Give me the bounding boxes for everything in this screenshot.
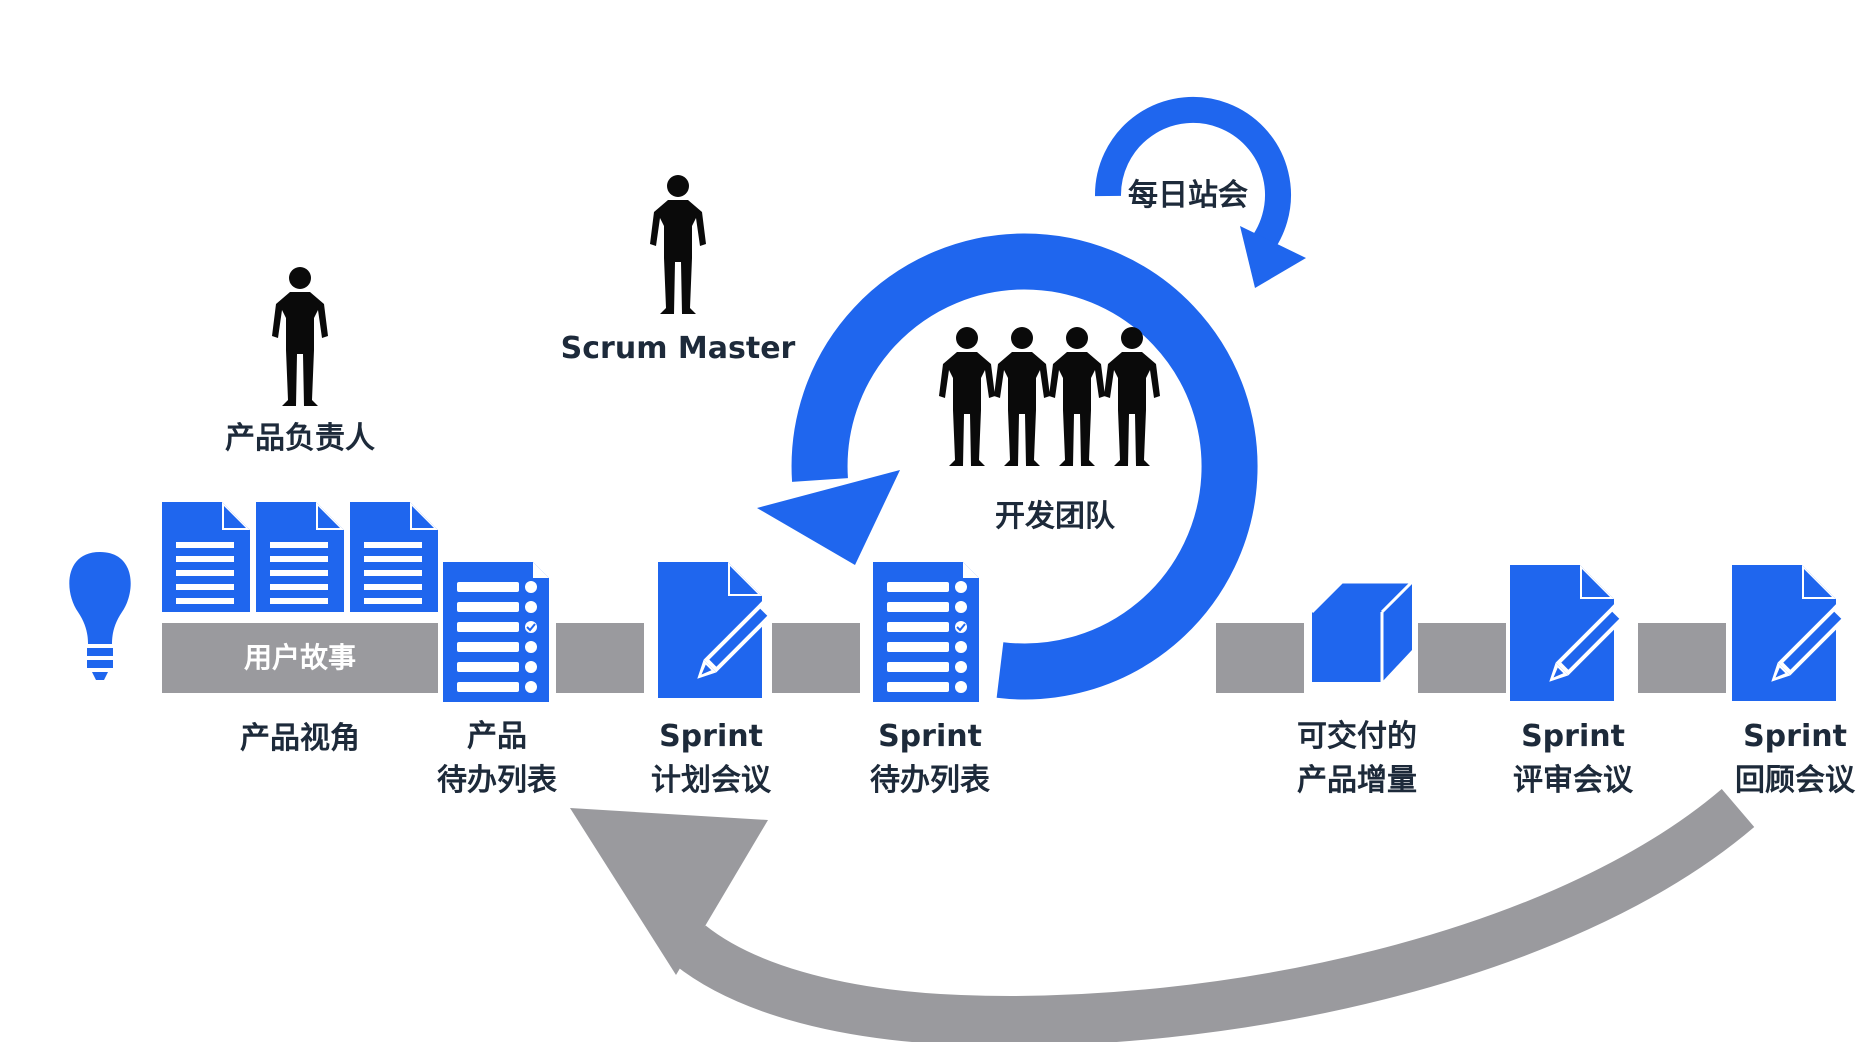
- product-vision-label: 产品视角: [240, 721, 360, 756]
- product-backlog-label-line1: 产品: [467, 719, 527, 754]
- user-story-documents: [162, 502, 438, 612]
- product-owner-label: 产品负责人: [225, 421, 375, 456]
- edit-document-icon: [658, 562, 779, 698]
- sprint-backlog-label-line2: 待办列表: [870, 763, 990, 798]
- dev-team-label: 开发团队: [995, 499, 1116, 534]
- cycle-arrow-icon: [757, 233, 1258, 700]
- person-icon: [650, 175, 706, 314]
- product-backlog-label-line2: 待办列表: [437, 763, 557, 798]
- edit-document-icon: [1732, 565, 1853, 701]
- sprint-backlog-label-line1: Sprint: [878, 719, 982, 754]
- person-icon: [939, 327, 995, 466]
- person-icon: [1104, 327, 1160, 466]
- people: [272, 175, 1160, 466]
- person-icon: [994, 327, 1050, 466]
- timeline-connector: [1216, 623, 1304, 693]
- document-icon: [256, 502, 344, 612]
- timeline-bars: [162, 623, 1726, 693]
- return-arrow-icon: [570, 788, 1755, 1042]
- person-icon: [272, 267, 328, 406]
- scrum-master-label: Scrum Master: [561, 331, 796, 366]
- user-stories-bar: [162, 623, 438, 693]
- checklist-icon: [872, 561, 980, 703]
- document-icon: [350, 502, 438, 612]
- timeline-connector: [1418, 623, 1506, 693]
- sprint-planning-label-line2: 计划会议: [651, 763, 772, 798]
- timeline-connector: [772, 623, 860, 693]
- user-stories-label: 用户故事: [244, 641, 356, 674]
- timeline-connector: [1638, 623, 1726, 693]
- checklist-icon: [442, 561, 550, 703]
- sprint-review-label-line1: Sprint: [1521, 719, 1625, 754]
- sprint-retro-label-line2: 回顾会议: [1735, 763, 1856, 798]
- timeline-connector: [556, 623, 644, 693]
- daily-standup-label: 每日站会: [1128, 178, 1248, 213]
- increment-label-line1: 可交付的: [1297, 719, 1417, 754]
- cube-icon: [1310, 580, 1414, 682]
- person-icon: [1049, 327, 1105, 466]
- sprint-retro-label-line1: Sprint: [1743, 719, 1847, 754]
- increment-label-line2: 产品增量: [1297, 763, 1417, 798]
- daily-standup-cycle-icon: [1094, 96, 1306, 288]
- edit-document-icon: [1510, 565, 1631, 701]
- lightbulb-icon: [69, 552, 131, 680]
- document-icon: [162, 502, 250, 612]
- sprint-review-label-line2: 评审会议: [1513, 763, 1634, 798]
- sprint-planning-label-line1: Sprint: [659, 719, 763, 754]
